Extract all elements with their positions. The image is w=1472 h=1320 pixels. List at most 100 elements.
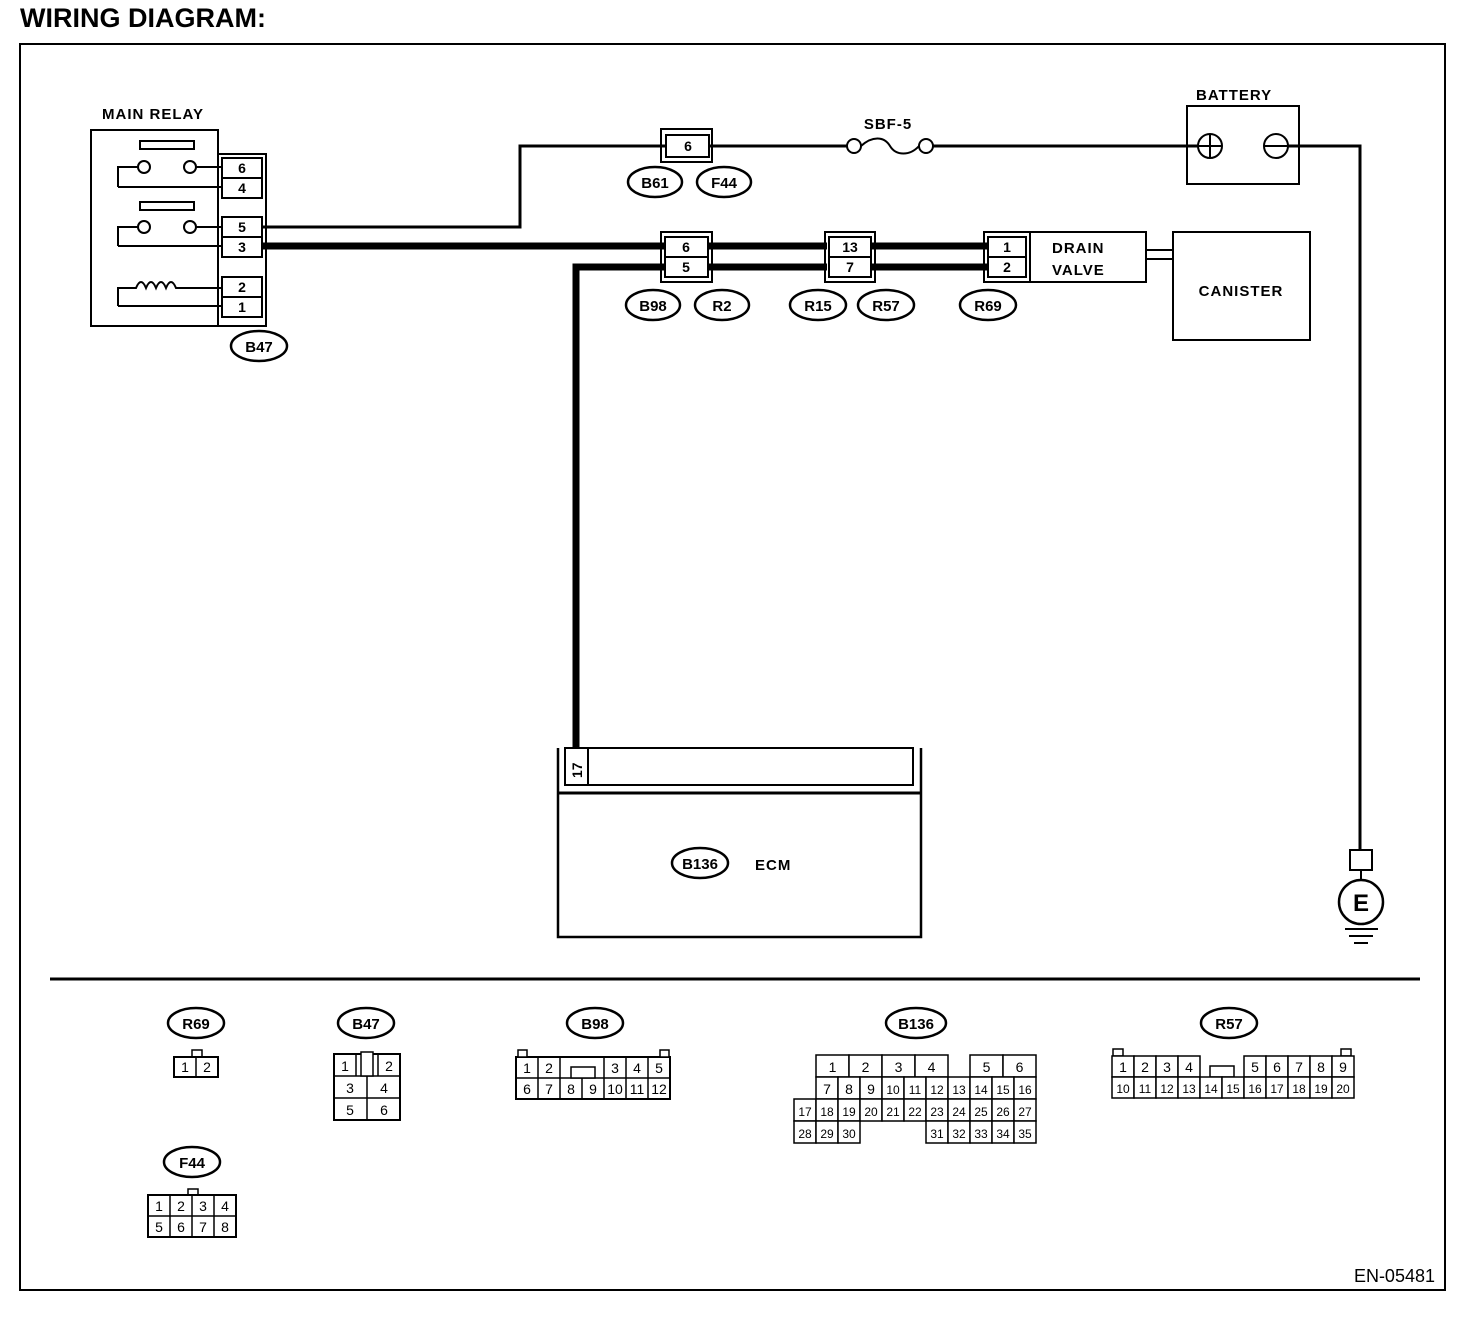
relay-pin: 3: [238, 239, 246, 255]
legend-cell: 8: [1317, 1059, 1325, 1075]
legend-cell: 1: [829, 1059, 837, 1075]
legend-cell: 12: [930, 1083, 944, 1097]
legend-cell: 21: [886, 1105, 900, 1119]
battery: BATTERY: [1186, 87, 1300, 185]
legend-cell: 2: [1141, 1059, 1149, 1075]
legend-label: F44: [179, 1155, 206, 1172]
legend-f44: F44 1 2 3 4 5 6 7 8: [147, 1145, 237, 1238]
legend-label: R69: [182, 1016, 210, 1033]
fuse-label: SBF-5: [864, 116, 912, 133]
connector-oval-b47: [229, 329, 289, 363]
legend-cell: 8: [221, 1219, 229, 1235]
relay-pin: 1: [238, 299, 246, 315]
relay-pin: 5: [238, 219, 246, 235]
relay-coil-icon: [117, 281, 222, 307]
legend-r69: R69 1 2: [166, 1006, 226, 1078]
legend-cell: 20: [864, 1105, 878, 1119]
legend-cell: 8: [567, 1081, 575, 1097]
legend-cell: 34: [996, 1127, 1010, 1141]
battery-label: BATTERY: [1196, 87, 1272, 104]
drain-valve: DRAIN VALVE: [1029, 231, 1147, 283]
legend-cell: 4: [1185, 1059, 1193, 1075]
connector-pin: 13: [842, 239, 858, 255]
legend-cell: 14: [1204, 1082, 1218, 1096]
connector-label-r57: R57: [872, 298, 900, 315]
legend-cell: 1: [155, 1198, 163, 1214]
legend-label: B47: [352, 1016, 380, 1033]
legend-cell-box: [837, 1120, 861, 1144]
connector-r15-r57: 13 7: [824, 231, 876, 283]
legend-cell: 15: [996, 1083, 1010, 1097]
legend-cell: 11: [1139, 1082, 1152, 1096]
connector-oval-r57: [856, 288, 916, 322]
connector-b98-r2: 6 5: [660, 231, 713, 283]
legend-cell: 11: [630, 1081, 645, 1097]
connector-label-b98: B98: [639, 298, 667, 315]
legend-cell: 4: [633, 1060, 641, 1076]
legend-cell: 3: [611, 1060, 619, 1076]
connector-pin: 1: [1003, 239, 1011, 255]
legend-cell: 27: [1018, 1105, 1032, 1119]
legend-cell: 9: [589, 1081, 597, 1097]
legend-b47: B47 1 2 3 4 5 6: [333, 1006, 401, 1121]
legend-cell: 23: [930, 1105, 944, 1119]
relay-pin: 2: [238, 279, 246, 295]
legend-cell: 19: [1314, 1082, 1328, 1096]
diagram-frame: [19, 43, 1446, 1291]
legend-cell: 18: [1292, 1082, 1306, 1096]
connector-oval-f44: [695, 165, 753, 199]
legend-cell: 25: [974, 1105, 988, 1119]
connector-oval-b61: [626, 165, 684, 199]
legend-cell: 8: [845, 1081, 853, 1097]
legend-cell: 5: [1251, 1059, 1259, 1075]
main-relay-label: MAIN RELAY: [102, 106, 204, 123]
legend-cell: 16: [1248, 1082, 1262, 1096]
legend-cell: 5: [346, 1102, 354, 1118]
ecm-pin: 17: [569, 762, 585, 778]
legend-label: B136: [898, 1016, 934, 1033]
connector-oval-r15: [788, 288, 848, 322]
legend-b98: B98 1 2 3 4 5 6 7 8 9 10 11 12: [515, 1006, 671, 1100]
legend-cell: 16: [1018, 1083, 1032, 1097]
legend-cell: 2: [177, 1198, 185, 1214]
legend-cell: 10: [1116, 1082, 1130, 1096]
legend-cell: 2: [203, 1059, 211, 1075]
legend-cell: 4: [221, 1198, 229, 1214]
diagram-title: WIRING DIAGRAM:: [20, 3, 266, 33]
legend-cell: 10: [886, 1083, 900, 1097]
legend-cell: 6: [1273, 1059, 1281, 1075]
legend-cell: 30: [842, 1127, 856, 1141]
legend-cell: 1: [181, 1059, 189, 1075]
connector-label-r2: R2: [712, 298, 731, 315]
legend-cell: 9: [867, 1081, 875, 1097]
connector-r69: 1 2: [983, 231, 1031, 283]
figure-id: EN-05481: [1354, 1266, 1435, 1286]
legend-cell: 12: [1160, 1082, 1174, 1096]
legend-cell: 6: [380, 1102, 388, 1118]
legend-cell: 6: [523, 1081, 531, 1097]
connector-oval-r2: [693, 288, 751, 322]
ground-label: E: [1353, 890, 1369, 917]
legend-cell: 14: [974, 1083, 988, 1097]
legend-cell: 7: [199, 1219, 207, 1235]
legend-cell: 6: [1016, 1059, 1024, 1075]
connector-pin: 5: [682, 259, 690, 275]
legend-cell: 9: [1339, 1059, 1347, 1075]
legend-cell: 17: [798, 1105, 812, 1119]
fuse-sbf5: SBF-5: [846, 116, 934, 155]
drain-valve-label: DRAIN: [1052, 240, 1105, 257]
legend-cell: 24: [952, 1105, 966, 1119]
relay-pin: 6: [238, 160, 246, 176]
legend-cell: 10: [607, 1081, 623, 1097]
connector-label-r15: R15: [804, 298, 832, 315]
legend-cell: 20: [1336, 1082, 1350, 1096]
wire-ecm-to-b98: [572, 263, 665, 748]
legend-cell: 17: [1270, 1082, 1284, 1096]
legend-cell: 5: [655, 1060, 663, 1076]
connector-oval-r69: [958, 288, 1018, 322]
legend-cell: 1: [523, 1060, 531, 1076]
legend-cell: 35: [1018, 1127, 1032, 1141]
legend-cell: 28: [798, 1127, 812, 1141]
legend-cell: 5: [155, 1219, 163, 1235]
